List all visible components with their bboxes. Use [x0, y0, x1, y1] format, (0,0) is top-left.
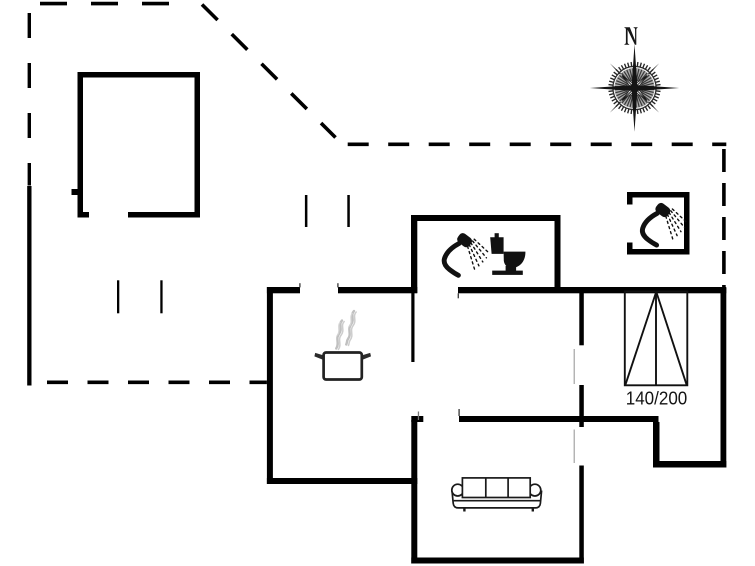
svg-text:140/200: 140/200 [626, 387, 688, 408]
